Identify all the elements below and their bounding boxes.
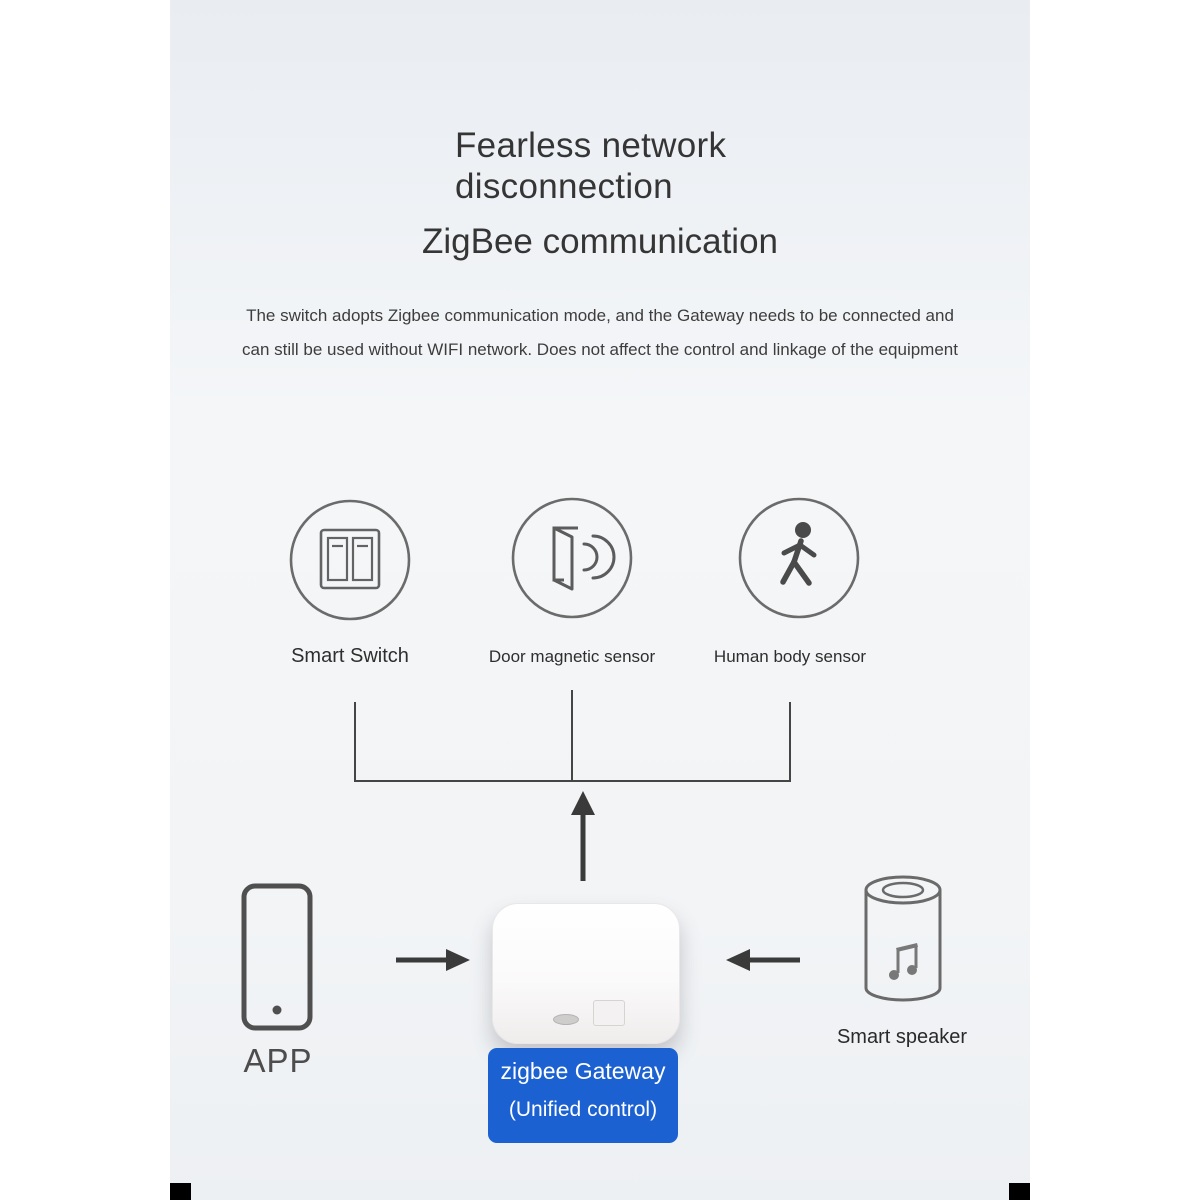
page-subtitle: ZigBee communication — [422, 222, 778, 261]
bottom-right-corner-mark — [1009, 1183, 1030, 1200]
connector-line-left — [354, 702, 356, 780]
gateway-usb-port — [553, 1014, 579, 1025]
app-label: APP — [243, 1042, 313, 1079]
human-body-sensor-icon — [737, 496, 861, 620]
zigbee-gateway-device — [492, 903, 680, 1044]
smart-speaker-label: Smart speaker — [836, 1026, 968, 1048]
smart-speaker-icon — [861, 874, 945, 1019]
page-title-line1: Fearless network — [455, 126, 727, 165]
right-arrow — [396, 947, 470, 978]
gateway-lan-port — [593, 1000, 625, 1026]
door-magnetic-sensor-label: Door magnetic sensor — [488, 647, 656, 666]
smartphone-icon — [238, 882, 316, 1039]
smart-switch-label: Smart Switch — [291, 645, 409, 667]
gateway-caption-line2: (Unified control) — [508, 1098, 658, 1121]
human-body-sensor-label: Human body sensor — [713, 647, 867, 666]
description-line1: The switch adopts Zigbee communication m… — [246, 306, 954, 325]
connector-line-horizontal — [354, 780, 791, 782]
gateway-caption-box: zigbee Gateway (Unified control) — [488, 1048, 678, 1143]
page-title-line2: disconnection — [455, 167, 673, 206]
door-magnetic-sensor-icon — [510, 496, 634, 620]
gateway-caption-line1: zigbee Gateway — [500, 1058, 666, 1084]
connector-line-right — [789, 702, 791, 780]
bottom-left-corner-mark — [170, 1183, 191, 1200]
description-line2: can still be used without WIFI network. … — [242, 340, 958, 359]
connector-line-middle — [571, 690, 573, 780]
smart-switch-icon — [288, 498, 412, 622]
up-arrow — [569, 791, 597, 886]
left-arrow — [726, 947, 800, 978]
